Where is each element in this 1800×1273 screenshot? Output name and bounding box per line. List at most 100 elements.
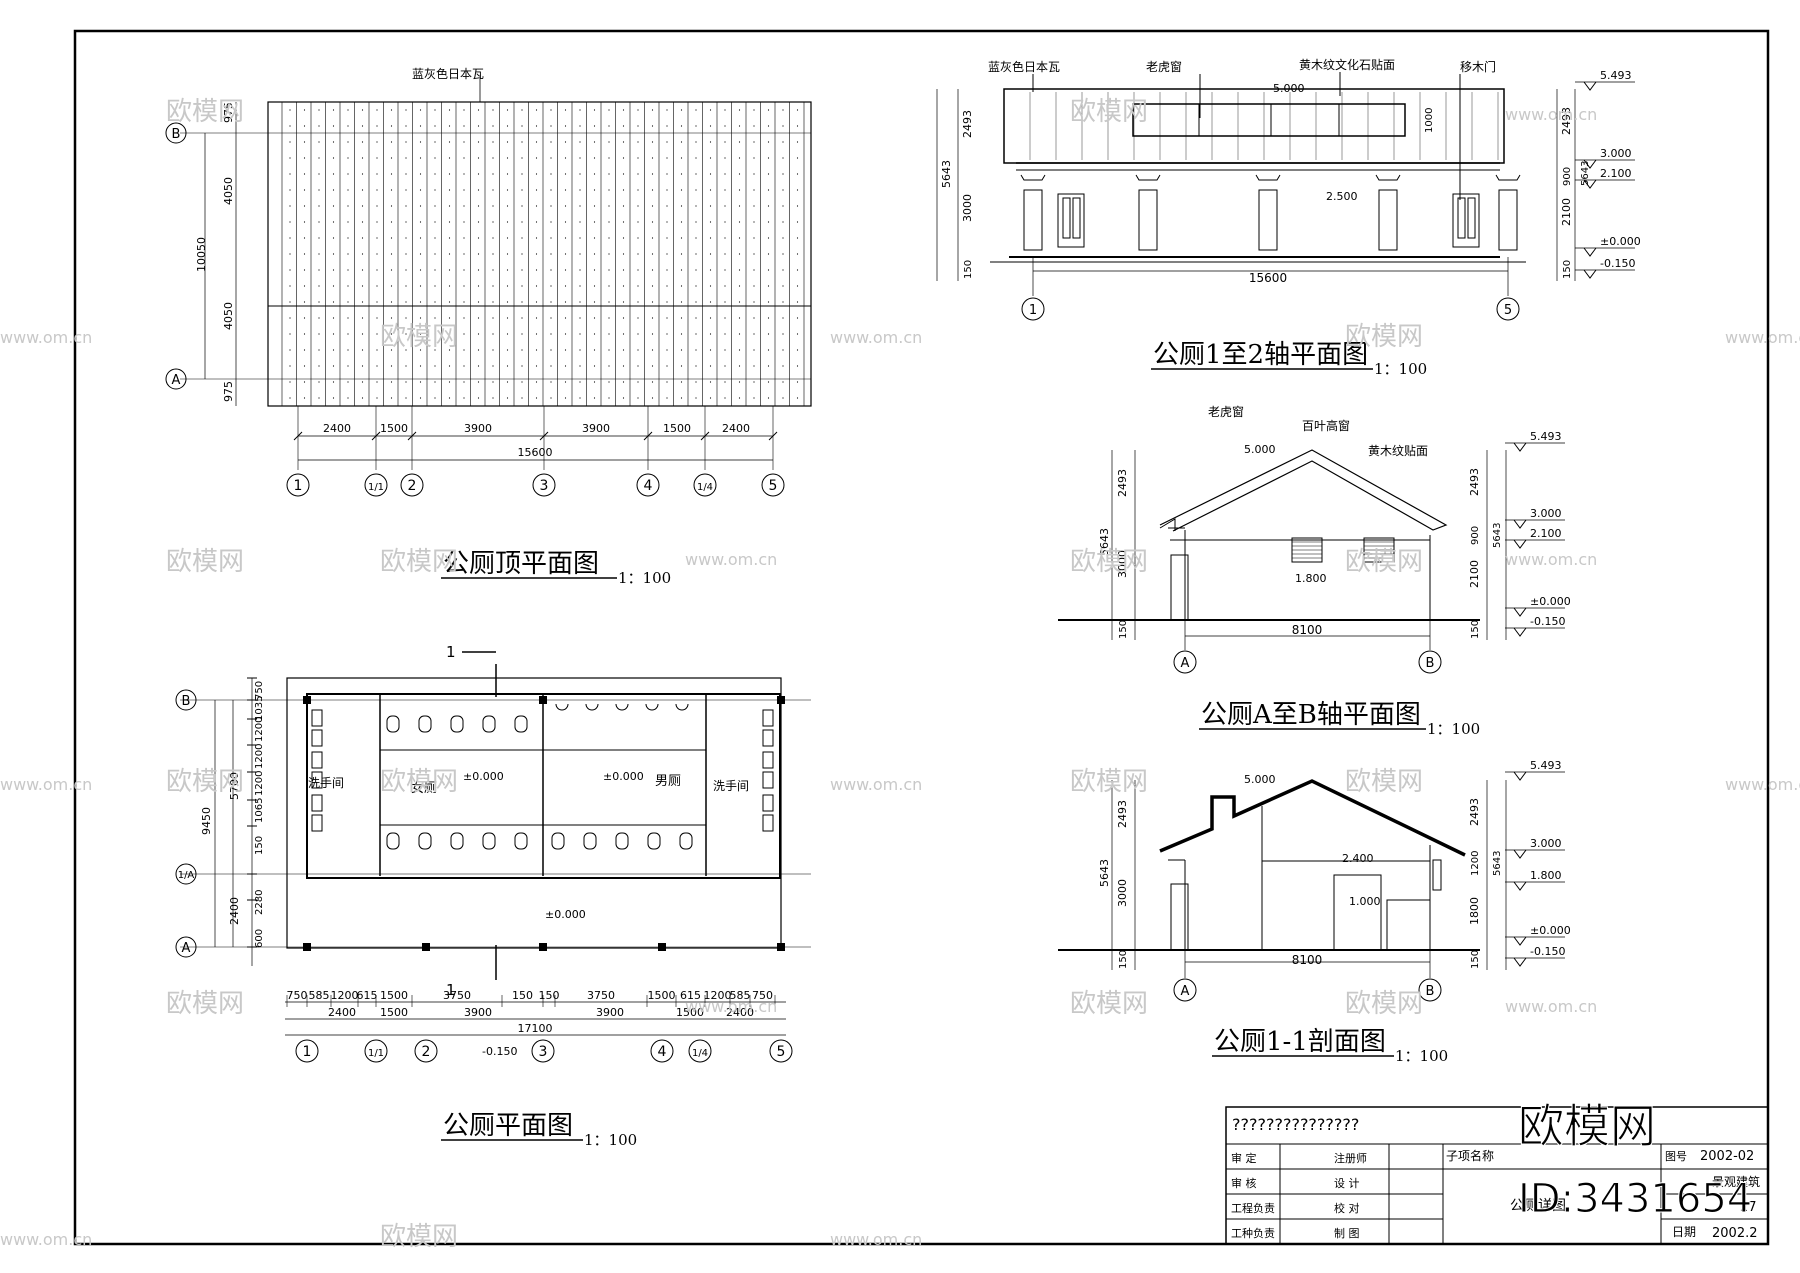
svg-text:欧模网: 欧模网 <box>166 547 244 577</box>
floor-plan: 洗手间 洗手间 女厕 男厕 ±0.000 ±0.000 ±0.000 -0.15… <box>175 643 811 1149</box>
svg-text:2493: 2493 <box>961 110 974 138</box>
svg-text:日期: 日期 <box>1672 1225 1696 1239</box>
svg-text:150: 150 <box>254 836 265 855</box>
svg-text:欧模网: 欧模网 <box>1070 767 1148 797</box>
svg-text:黄木纹贴面: 黄木纹贴面 <box>1368 444 1428 458</box>
svg-text:5643: 5643 <box>1580 161 1591 186</box>
svg-text:±0.000: ±0.000 <box>1530 924 1571 937</box>
svg-text:www.om.cn: www.om.cn <box>830 1230 922 1249</box>
svg-text:欧模网: 欧模网 <box>1070 97 1148 127</box>
svg-text:A: A <box>1181 656 1190 671</box>
svg-text:移木门: 移木门 <box>1460 59 1496 74</box>
svg-text:欧模网: 欧模网 <box>380 1222 458 1252</box>
wash-room-left: 洗手间 <box>308 776 344 790</box>
svg-text:1000: 1000 <box>1424 108 1435 133</box>
svg-text:3000: 3000 <box>1116 879 1129 907</box>
svg-text:2400: 2400 <box>323 422 351 435</box>
columns <box>303 696 785 951</box>
svg-text:1500: 1500 <box>648 989 676 1002</box>
watermarks: 欧模网欧模网欧模网欧模网欧模网欧模网欧模网欧模网欧模网欧模网欧模网欧模网欧模网欧… <box>0 97 1800 1252</box>
svg-text:2.400: 2.400 <box>1342 852 1374 865</box>
svg-text:615: 615 <box>680 989 701 1002</box>
svg-text:2493: 2493 <box>1468 798 1481 826</box>
svg-text:1.800: 1.800 <box>1295 572 1327 585</box>
svg-text:8100: 8100 <box>1292 953 1323 967</box>
svg-text:欧模网: 欧模网 <box>1070 989 1148 1019</box>
svg-text:150: 150 <box>1470 620 1481 639</box>
svg-text:B: B <box>182 694 191 709</box>
axis-label: 2 <box>408 478 417 494</box>
svg-text:150: 150 <box>512 989 533 1002</box>
svg-text:1500: 1500 <box>380 422 408 435</box>
svg-text:1500: 1500 <box>663 422 691 435</box>
axis-label: 5 <box>777 1044 786 1060</box>
svg-text:600: 600 <box>254 929 265 948</box>
svg-text:1：100: 1：100 <box>1427 720 1480 738</box>
svg-text:750: 750 <box>254 681 265 700</box>
svg-text:10050: 10050 <box>195 237 208 272</box>
svg-text:±0.000: ±0.000 <box>545 908 586 921</box>
svg-text:4050: 4050 <box>222 177 235 205</box>
svg-text:www.om.cn: www.om.cn <box>1505 997 1597 1016</box>
svg-text:1200: 1200 <box>704 989 732 1002</box>
svg-text:2400: 2400 <box>722 422 750 435</box>
axis-bubble-B <box>165 122 187 144</box>
svg-text:615: 615 <box>357 989 378 1002</box>
svg-text:www.om.cn: www.om.cn <box>830 775 922 794</box>
axis-label: 3 <box>539 1044 548 1060</box>
svg-text:1：100: 1：100 <box>1374 360 1427 378</box>
svg-text:150: 150 <box>1118 620 1129 639</box>
svg-text:1200: 1200 <box>254 771 265 796</box>
svg-text:www.om.cn: www.om.cn <box>0 328 92 347</box>
mens-room: 男厕 <box>655 774 681 789</box>
svg-text:900: 900 <box>1562 167 1573 186</box>
elev-a-b-title: 公厕A至B轴平面图 <box>1201 700 1421 730</box>
svg-text:B: B <box>1426 656 1435 671</box>
svg-text:150: 150 <box>539 989 560 1002</box>
section-title: 公厕1-1剖面图 <box>1214 1027 1386 1057</box>
sheet-border <box>73 29 1770 1246</box>
svg-text:1200: 1200 <box>331 989 359 1002</box>
svg-text:2493: 2493 <box>1116 469 1129 497</box>
svg-text:975: 975 <box>222 381 235 402</box>
svg-text:3000: 3000 <box>961 194 974 222</box>
axis-label: 1 <box>303 1044 312 1060</box>
svg-text:工种负责: 工种负责 <box>1231 1226 1275 1240</box>
svg-text:老虎窗: 老虎窗 <box>1208 405 1244 419</box>
svg-text:3900: 3900 <box>582 422 610 435</box>
axis-label: 1/4 <box>692 1048 708 1059</box>
axis-label: 1/4 <box>697 482 713 493</box>
svg-text:3750: 3750 <box>587 989 615 1002</box>
svg-text:5643: 5643 <box>1492 851 1503 876</box>
svg-text:2002-02: 2002-02 <box>1700 1149 1754 1164</box>
axis-label: 5 <box>769 478 778 494</box>
svg-text:-0.150: -0.150 <box>1530 615 1565 628</box>
axis-label: 4 <box>644 478 653 494</box>
svg-text:www.om.cn: www.om.cn <box>1505 550 1597 569</box>
svg-text:150: 150 <box>1562 260 1573 279</box>
svg-text:2.500: 2.500 <box>1326 190 1358 203</box>
svg-text:1: 1 <box>446 643 456 661</box>
svg-text:-0.150: -0.150 <box>482 1045 517 1058</box>
svg-text:审 核: 审 核 <box>1231 1176 1257 1190</box>
svg-text:A: A <box>1181 984 1190 999</box>
svg-text:1.800: 1.800 <box>1530 869 1562 882</box>
svg-text:1065: 1065 <box>254 798 265 823</box>
svg-text:2400: 2400 <box>328 1006 356 1019</box>
floor-plan-title: 公厕平面图 <box>443 1111 573 1141</box>
svg-text:???????????????: ??????????????? <box>1232 1115 1359 1134</box>
svg-text:欧模网: 欧模网 <box>380 767 458 797</box>
svg-text:5.000: 5.000 <box>1244 443 1276 456</box>
svg-text:www.om.cn: www.om.cn <box>1725 328 1800 347</box>
svg-text:欧模网: 欧模网 <box>166 97 244 127</box>
svg-text:150: 150 <box>963 260 974 279</box>
svg-text:1500: 1500 <box>676 1006 704 1019</box>
svg-text:1: 1 <box>1029 303 1037 318</box>
svg-text:585: 585 <box>730 989 751 1002</box>
svg-text:-0.150: -0.150 <box>1530 945 1565 958</box>
svg-text:3.000: 3.000 <box>1600 147 1632 160</box>
svg-text:黄木纹文化石贴面: 黄木纹文化石贴面 <box>1299 57 1395 72</box>
svg-text:9450: 9450 <box>200 807 213 835</box>
svg-text:2.100: 2.100 <box>1600 167 1632 180</box>
